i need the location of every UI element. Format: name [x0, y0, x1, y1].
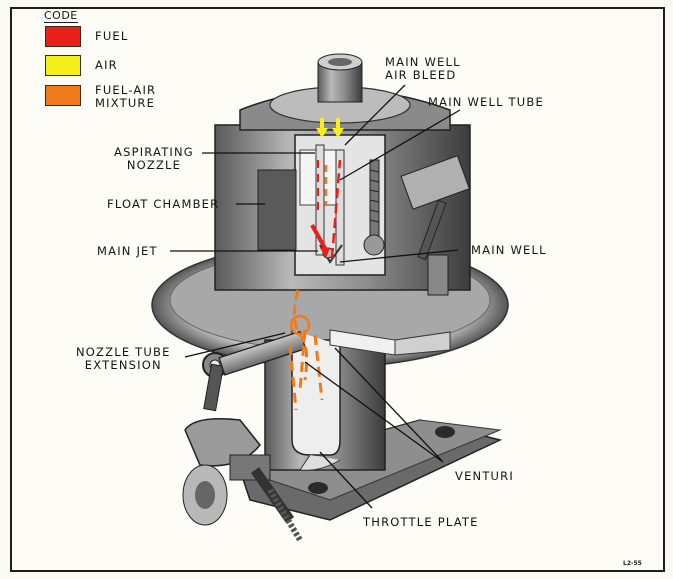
- figure-id: L2-55: [623, 560, 642, 567]
- legend-swatch-air: [45, 55, 81, 76]
- label-nozzle-tube-extension-line2: EXTENSION: [84, 358, 162, 372]
- legend-swatch-mixture: [45, 85, 81, 106]
- label-aspirating-nozzle-line1: ASPIRATING: [114, 145, 194, 159]
- label-main-well-air-bleed-line2: AIR BLEED: [385, 68, 457, 82]
- leader-venturi-1: [334, 347, 444, 463]
- leader-throttle-plate: [319, 451, 373, 509]
- leader-main-well-air-bleed: [344, 84, 406, 146]
- label-venturi: VENTURI: [455, 469, 514, 483]
- label-main-jet: MAIN JET: [97, 244, 158, 258]
- fuel-flow-arrows: [310, 159, 342, 259]
- legend-label-fuel: FUEL: [95, 29, 129, 43]
- label-throttle-plate: THROTTLE PLATE: [363, 515, 479, 529]
- label-main-well-air-bleed: MAIN WELL AIR BLEED: [385, 56, 461, 82]
- legend-title: CODE: [44, 9, 78, 23]
- label-float-chamber: FLOAT CHAMBER: [107, 197, 220, 211]
- leader-lines: [170, 84, 461, 509]
- legend-label-mixture: FUEL-AIR MIXTURE: [95, 84, 156, 110]
- label-main-well-tube: MAIN WELL TUBE: [428, 95, 544, 109]
- label-aspirating-nozzle: ASPIRATING NOZZLE: [114, 146, 194, 172]
- leader-venturi-2: [304, 361, 444, 463]
- legend-swatch-fuel: [45, 26, 81, 47]
- label-main-well: MAIN WELL: [471, 243, 547, 257]
- leader-main-well-tube: [339, 109, 461, 181]
- label-main-well-air-bleed-line1: MAIN WELL: [385, 55, 461, 69]
- leader-main-well: [339, 249, 459, 263]
- legend-label-mixture-line2: MIXTURE: [95, 96, 156, 110]
- mixture-flow-arrows: [288, 165, 328, 411]
- label-nozzle-tube-extension-line1: NOZZLE TUBE: [76, 345, 171, 359]
- leader-nozzle-tube-extension: [184, 332, 286, 358]
- legend-label-air: AIR: [95, 58, 118, 72]
- venturi-insert: [329, 329, 451, 356]
- air-flow-arrows: [316, 118, 344, 138]
- legend-label-mixture-line1: FUEL-AIR: [95, 83, 157, 97]
- label-aspirating-nozzle-line2: NOZZLE: [126, 158, 182, 172]
- throttle-linkage: [182, 352, 303, 542]
- label-nozzle-tube-extension: NOZZLE TUBE EXTENSION: [76, 346, 171, 372]
